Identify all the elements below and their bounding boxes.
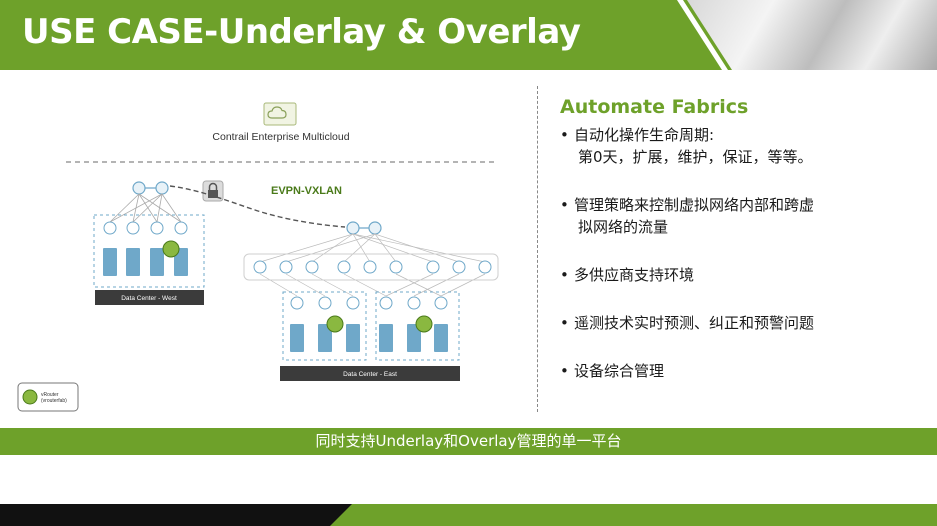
bullet-text: 自动化操作生命周期: (574, 126, 715, 144)
legend-box (17, 382, 79, 412)
bullet-text: 管理策略来控制虚拟网络内部和跨虚 (574, 196, 815, 214)
west-spine-routers (132, 181, 169, 195)
west-fabric-links (109, 193, 182, 223)
west-leaf-switches (103, 221, 188, 235)
bullet-text: 遥测技术实时预测、纠正和预警问题 (574, 314, 815, 332)
west-server-racks (103, 248, 188, 276)
bullet-text-continuation: 拟网络的流量 (578, 218, 669, 236)
bullet-text: 设备综合管理 (574, 362, 665, 380)
bullet-item: 自动化操作生命周期: 第0天，扩展，维护，保证，等等。 (560, 124, 920, 168)
east-spine-routers (346, 221, 382, 235)
legend-vrouter-icon (22, 389, 38, 405)
east-fabric-row (243, 253, 499, 281)
east-server-racks (290, 324, 448, 352)
east-dc-pod2-boundary (375, 291, 460, 361)
cloud-label: Contrail Enterprise Multicloud (212, 131, 349, 143)
east-vrouter-icon-2 (415, 315, 433, 333)
east-dc-pod1-boundary (282, 291, 367, 361)
west-dc-label-bg (95, 290, 204, 305)
east-fabric-switches (253, 260, 492, 274)
east-fabric-links (259, 233, 486, 297)
lock-icon (202, 180, 224, 202)
east-dc-label-bg (280, 366, 460, 381)
slide-title: USE CASE-Underlay & Overlay (22, 12, 581, 52)
evpn-label: EVPN-VXLAN (271, 185, 342, 197)
east-dc-label: Data Center - East (343, 371, 397, 378)
bullet-item: 设备综合管理 (560, 360, 920, 382)
bullet-list: 自动化操作生命周期: 第0天，扩展，维护，保证，等等。 管理策略来控制虚拟网络内… (560, 124, 920, 382)
bullet-item: 管理策略来控制虚拟网络内部和跨虚 拟网络的流量 (560, 194, 920, 238)
cloud-icon (263, 102, 297, 126)
west-dc-boundary (93, 214, 205, 288)
west-vrouter-icon (162, 240, 180, 258)
right-panel: Automate Fabrics 自动化操作生命周期: 第0天，扩展，维护，保证… (560, 96, 920, 408)
east-vrouter-icon-1 (326, 315, 344, 333)
bullet-text-continuation: 第0天，扩展，维护，保证，等等。 (578, 148, 813, 166)
bullet-item: 多供应商支持环境 (560, 264, 920, 286)
panel-divider (537, 86, 538, 412)
bullet-item: 遥测技术实时预测、纠正和预警问题 (560, 312, 920, 334)
right-panel-heading: Automate Fabrics (560, 96, 749, 118)
bullet-text: 多供应商支持环境 (574, 266, 695, 284)
slide-header: USE CASE-Underlay & Overlay (0, 0, 937, 70)
wan-link (169, 185, 346, 228)
network-diagram: Contrail Enterprise Multicloud EVPN-VXLA… (17, 102, 499, 412)
footer-banner: 同时支持Underlay和Overlay管理的单一平台 (0, 428, 937, 455)
legend-label-1: vRouter (41, 392, 59, 398)
west-dc-label: Data Center - West (121, 295, 177, 302)
header-decorative-image (687, 0, 937, 70)
east-leaf-switches (290, 296, 448, 310)
legend-label-2: (vrouterfab) (41, 398, 67, 404)
bottom-green-accent (330, 504, 937, 526)
